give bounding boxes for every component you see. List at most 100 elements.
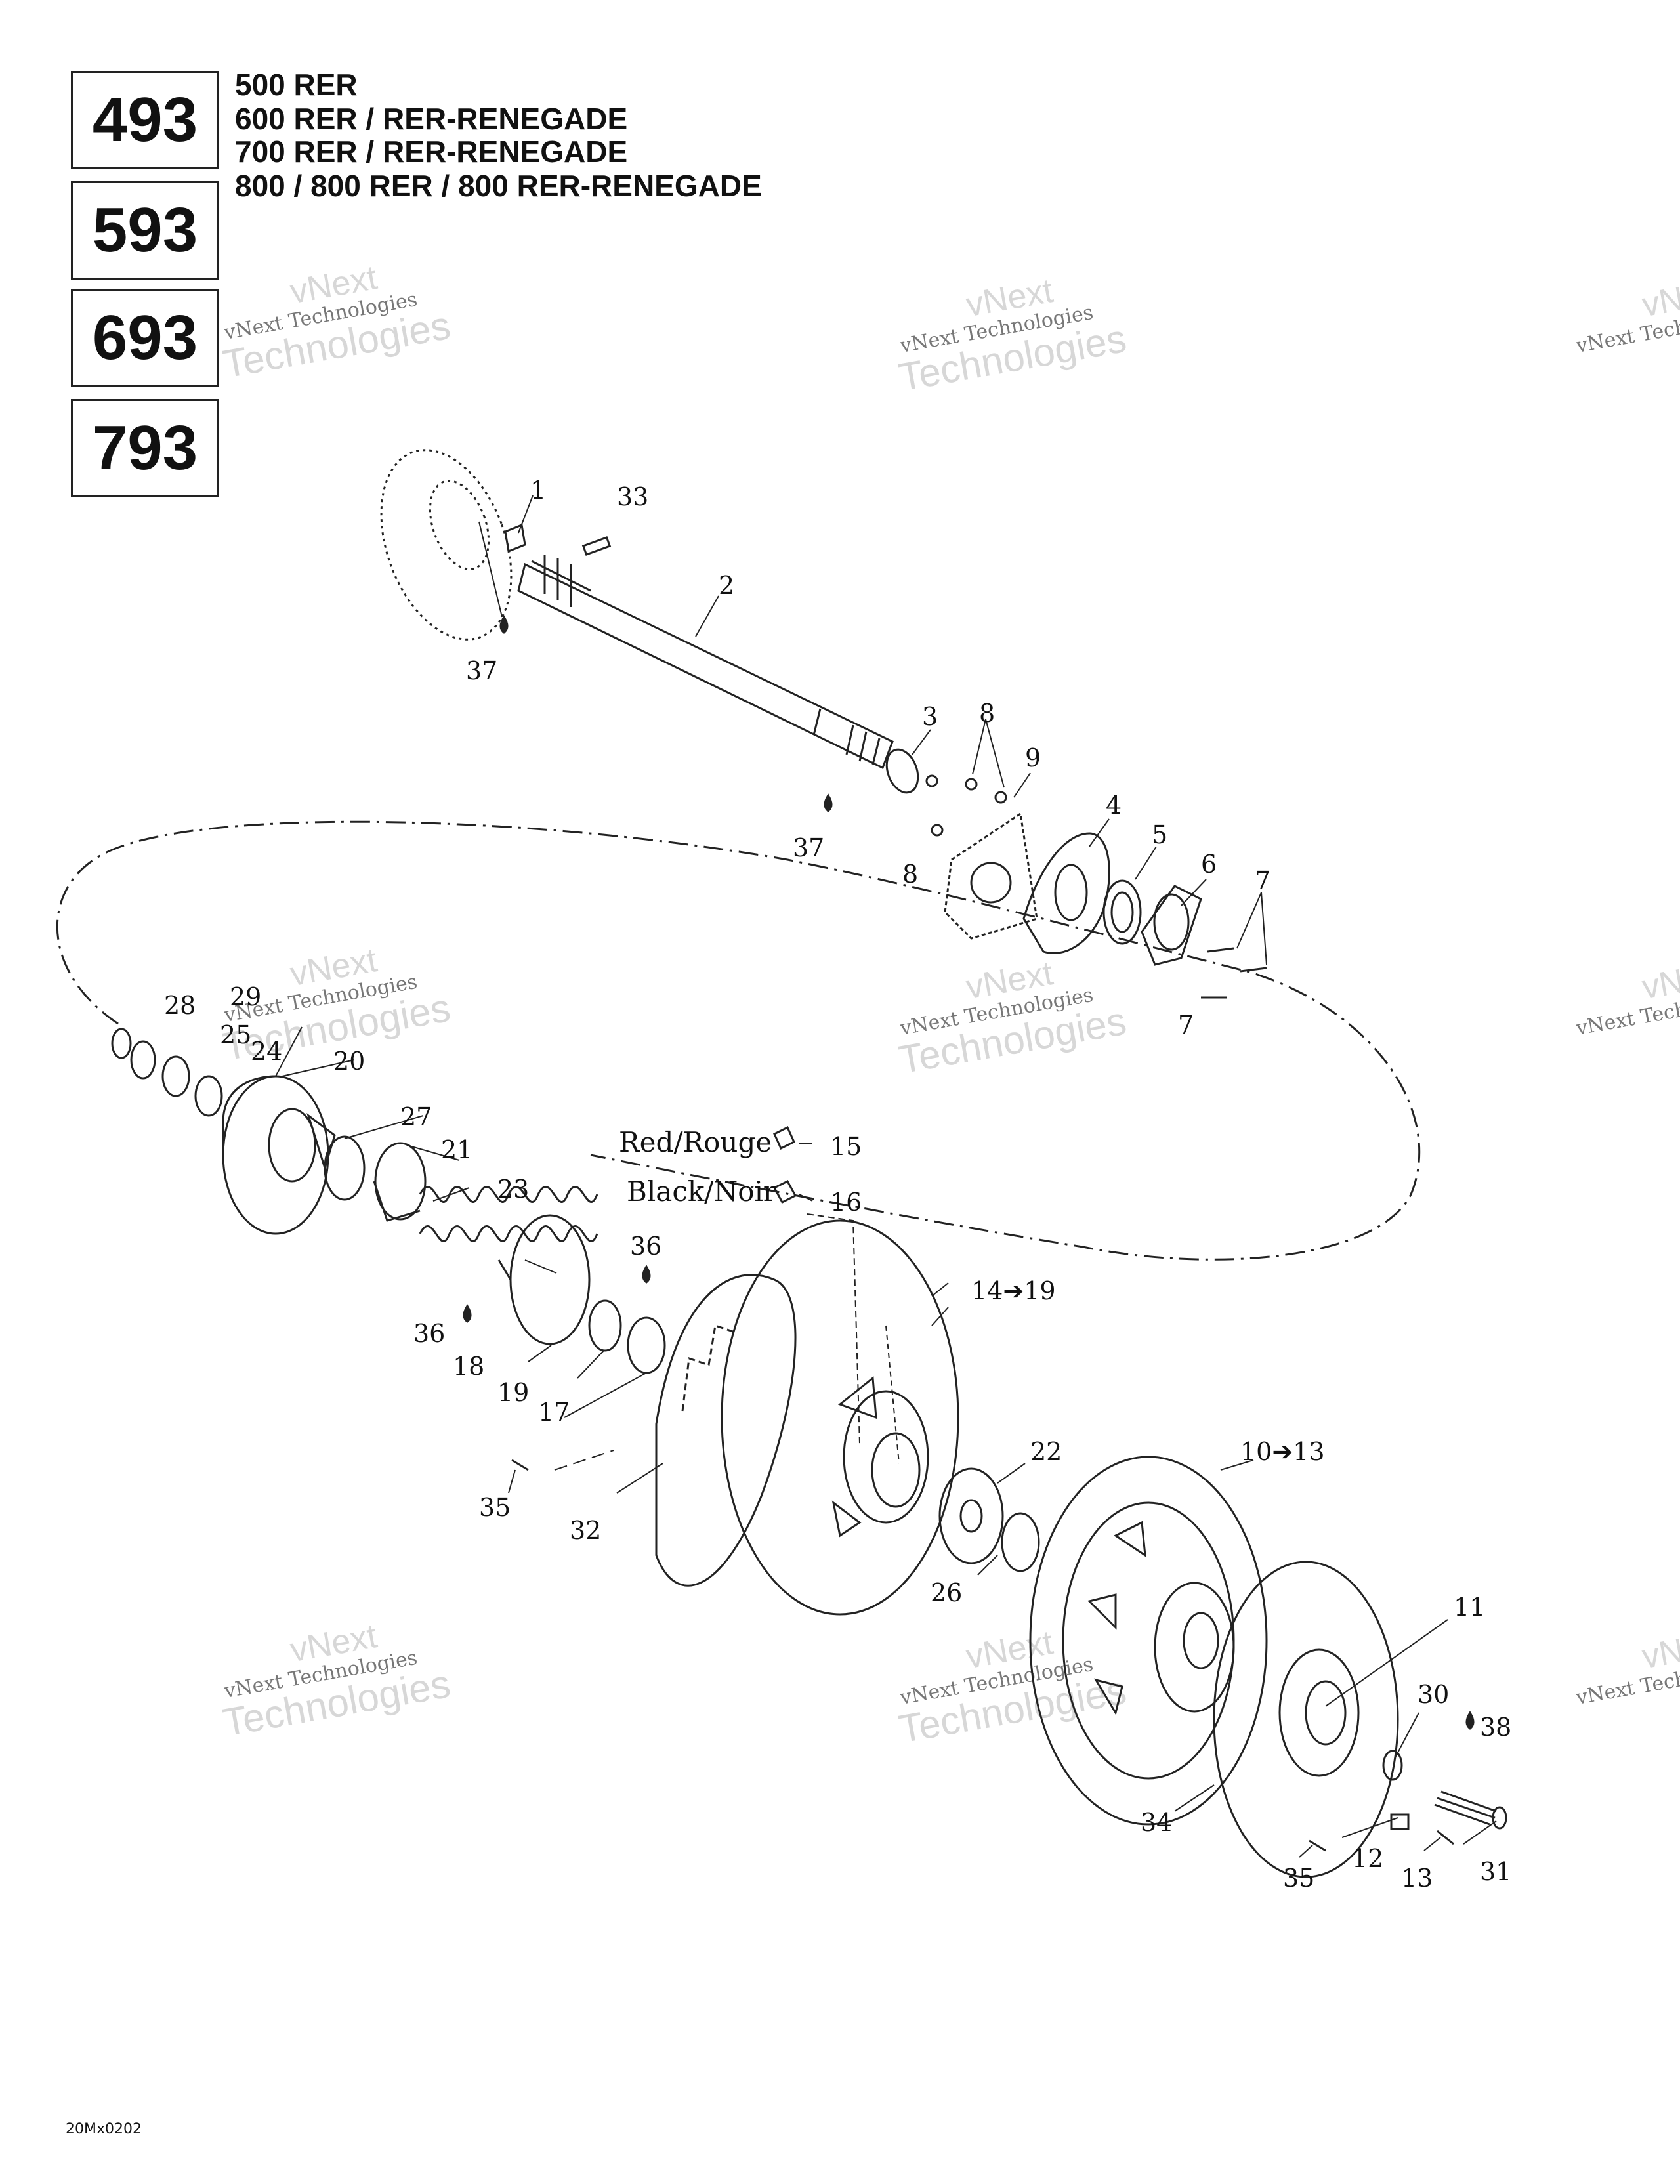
part-10-movable-sheave [1029, 1456, 1268, 1826]
part-14-fixed-sheave [721, 1219, 959, 1616]
part-33-key [581, 536, 612, 556]
callout-37: 37 [793, 833, 824, 862]
callout-7: 7 [1255, 866, 1270, 895]
part-24-washer [194, 1075, 223, 1117]
part-22-washer [938, 1467, 1004, 1564]
model-box-493: 493 [71, 71, 219, 169]
drive-belt [56, 820, 1421, 1261]
part-5-bearing [1102, 879, 1142, 945]
model-line-1: 500 RER [235, 68, 358, 102]
housing-bore [1153, 893, 1190, 951]
model-number: 793 [92, 413, 198, 483]
spring-lower-coils [419, 1225, 598, 1242]
callout-27: 27 [400, 1102, 432, 1131]
bearing-inner [1110, 891, 1134, 933]
callout-37: 37 [466, 656, 497, 685]
washer-hole [959, 1499, 983, 1533]
part-7-screw [1240, 967, 1267, 973]
leader-lines [275, 495, 1497, 1858]
bolt-head [1492, 1806, 1507, 1830]
callout-33: 33 [617, 482, 648, 511]
callout-35: 35 [479, 1493, 511, 1522]
plate-hole [1054, 864, 1088, 921]
part-8-nut [925, 774, 938, 788]
model-number: 493 [92, 85, 198, 155]
callout-32: 32 [570, 1516, 601, 1545]
part-25-washer [161, 1055, 190, 1097]
drawing-code: 20Mx0202 [66, 2121, 142, 2137]
callout-15: 15 [830, 1132, 862, 1161]
callout-30: 30 [1418, 1680, 1449, 1709]
part-9-bracket [944, 812, 1038, 940]
part-15-clip [773, 1125, 795, 1150]
part-31-bolt [1437, 1797, 1496, 1819]
callout-5: 5 [1152, 820, 1167, 849]
part-35-screw [511, 1459, 529, 1471]
part-21-slider [374, 1142, 427, 1221]
part-36-lubricant-drop [642, 1265, 651, 1284]
part-37-lubricant-drop [824, 793, 833, 812]
part-8-nut [931, 824, 944, 837]
callout-20: 20 [333, 1047, 365, 1076]
part-35-screw [1309, 1839, 1326, 1852]
slider-edge [373, 1181, 421, 1222]
callout-34: 34 [1141, 1808, 1172, 1837]
label-black-noir: Black/Noir [627, 1175, 777, 1208]
callout-10-13: 10➔13 [1240, 1437, 1325, 1466]
part-26-ring [1001, 1512, 1040, 1572]
part-30-washer [1382, 1750, 1403, 1781]
callout-1: 1 [530, 476, 546, 505]
part-18-cup [509, 1214, 591, 1345]
callout-14-19: 14➔19 [971, 1276, 1056, 1305]
label-red-rouge: Red/Rouge [619, 1126, 772, 1158]
callout-35: 35 [1283, 1864, 1314, 1893]
part-37-lubricant-drop [499, 615, 509, 634]
callout-26: 26 [931, 1578, 962, 1607]
callout-3: 3 [922, 702, 938, 731]
callout-7: 7 [1178, 1011, 1194, 1040]
part-20-cam [222, 1075, 336, 1235]
part-13-screw [1437, 1830, 1454, 1845]
bracket-hole [970, 862, 1012, 904]
callout-4: 4 [1106, 791, 1122, 820]
part-38-lubricant-drop [1465, 1711, 1475, 1730]
callout-2: 2 [719, 571, 734, 600]
callout-16: 16 [830, 1188, 862, 1217]
callout-21: 21 [441, 1135, 472, 1164]
model-line-4: 800 / 800 RER / 800 RER-RENEGADE [235, 169, 762, 203]
part-28-washer [111, 1028, 132, 1059]
callout-29: 29 [230, 982, 261, 1011]
callout-6: 6 [1201, 850, 1217, 879]
callout-11: 11 [1454, 1593, 1485, 1622]
part-2-shaft [517, 555, 894, 770]
callout-31: 31 [1480, 1857, 1511, 1886]
callout-28: 28 [164, 991, 196, 1020]
bolt-threads [1434, 1790, 1497, 1826]
callouts: 1 2 3 4 5 6 7 7 8 8 9 10➔13 11 12 13 14➔… [164, 476, 1511, 1893]
part-7-screw [1207, 947, 1234, 953]
part-3-circlip [885, 748, 919, 794]
part-8-nut [994, 791, 1007, 804]
pulley-hub-dotted [429, 480, 490, 570]
model-box-693: 693 [71, 289, 219, 387]
part-32-sheave-plate [655, 1274, 797, 1587]
callout-9: 9 [1025, 744, 1041, 772]
part-16-clip [772, 1180, 797, 1204]
part-19-ring [588, 1299, 622, 1352]
part-29-washer [130, 1040, 156, 1080]
callout-24: 24 [251, 1037, 282, 1066]
part-1-key [504, 523, 526, 553]
callout-12: 12 [1352, 1844, 1383, 1873]
model-box-593: 593 [71, 181, 219, 280]
part-12-nut [1390, 1813, 1410, 1830]
callout-25: 25 [220, 1020, 251, 1049]
model-number: 693 [92, 303, 198, 373]
model-box-793: 793 [71, 399, 219, 497]
part-36-lubricant-drop [463, 1304, 472, 1323]
part-8-nut [965, 778, 978, 791]
callout-8: 8 [902, 860, 918, 889]
part-4-plate [1022, 832, 1110, 954]
callout-23: 23 [497, 1175, 529, 1204]
model-number: 593 [92, 195, 198, 265]
